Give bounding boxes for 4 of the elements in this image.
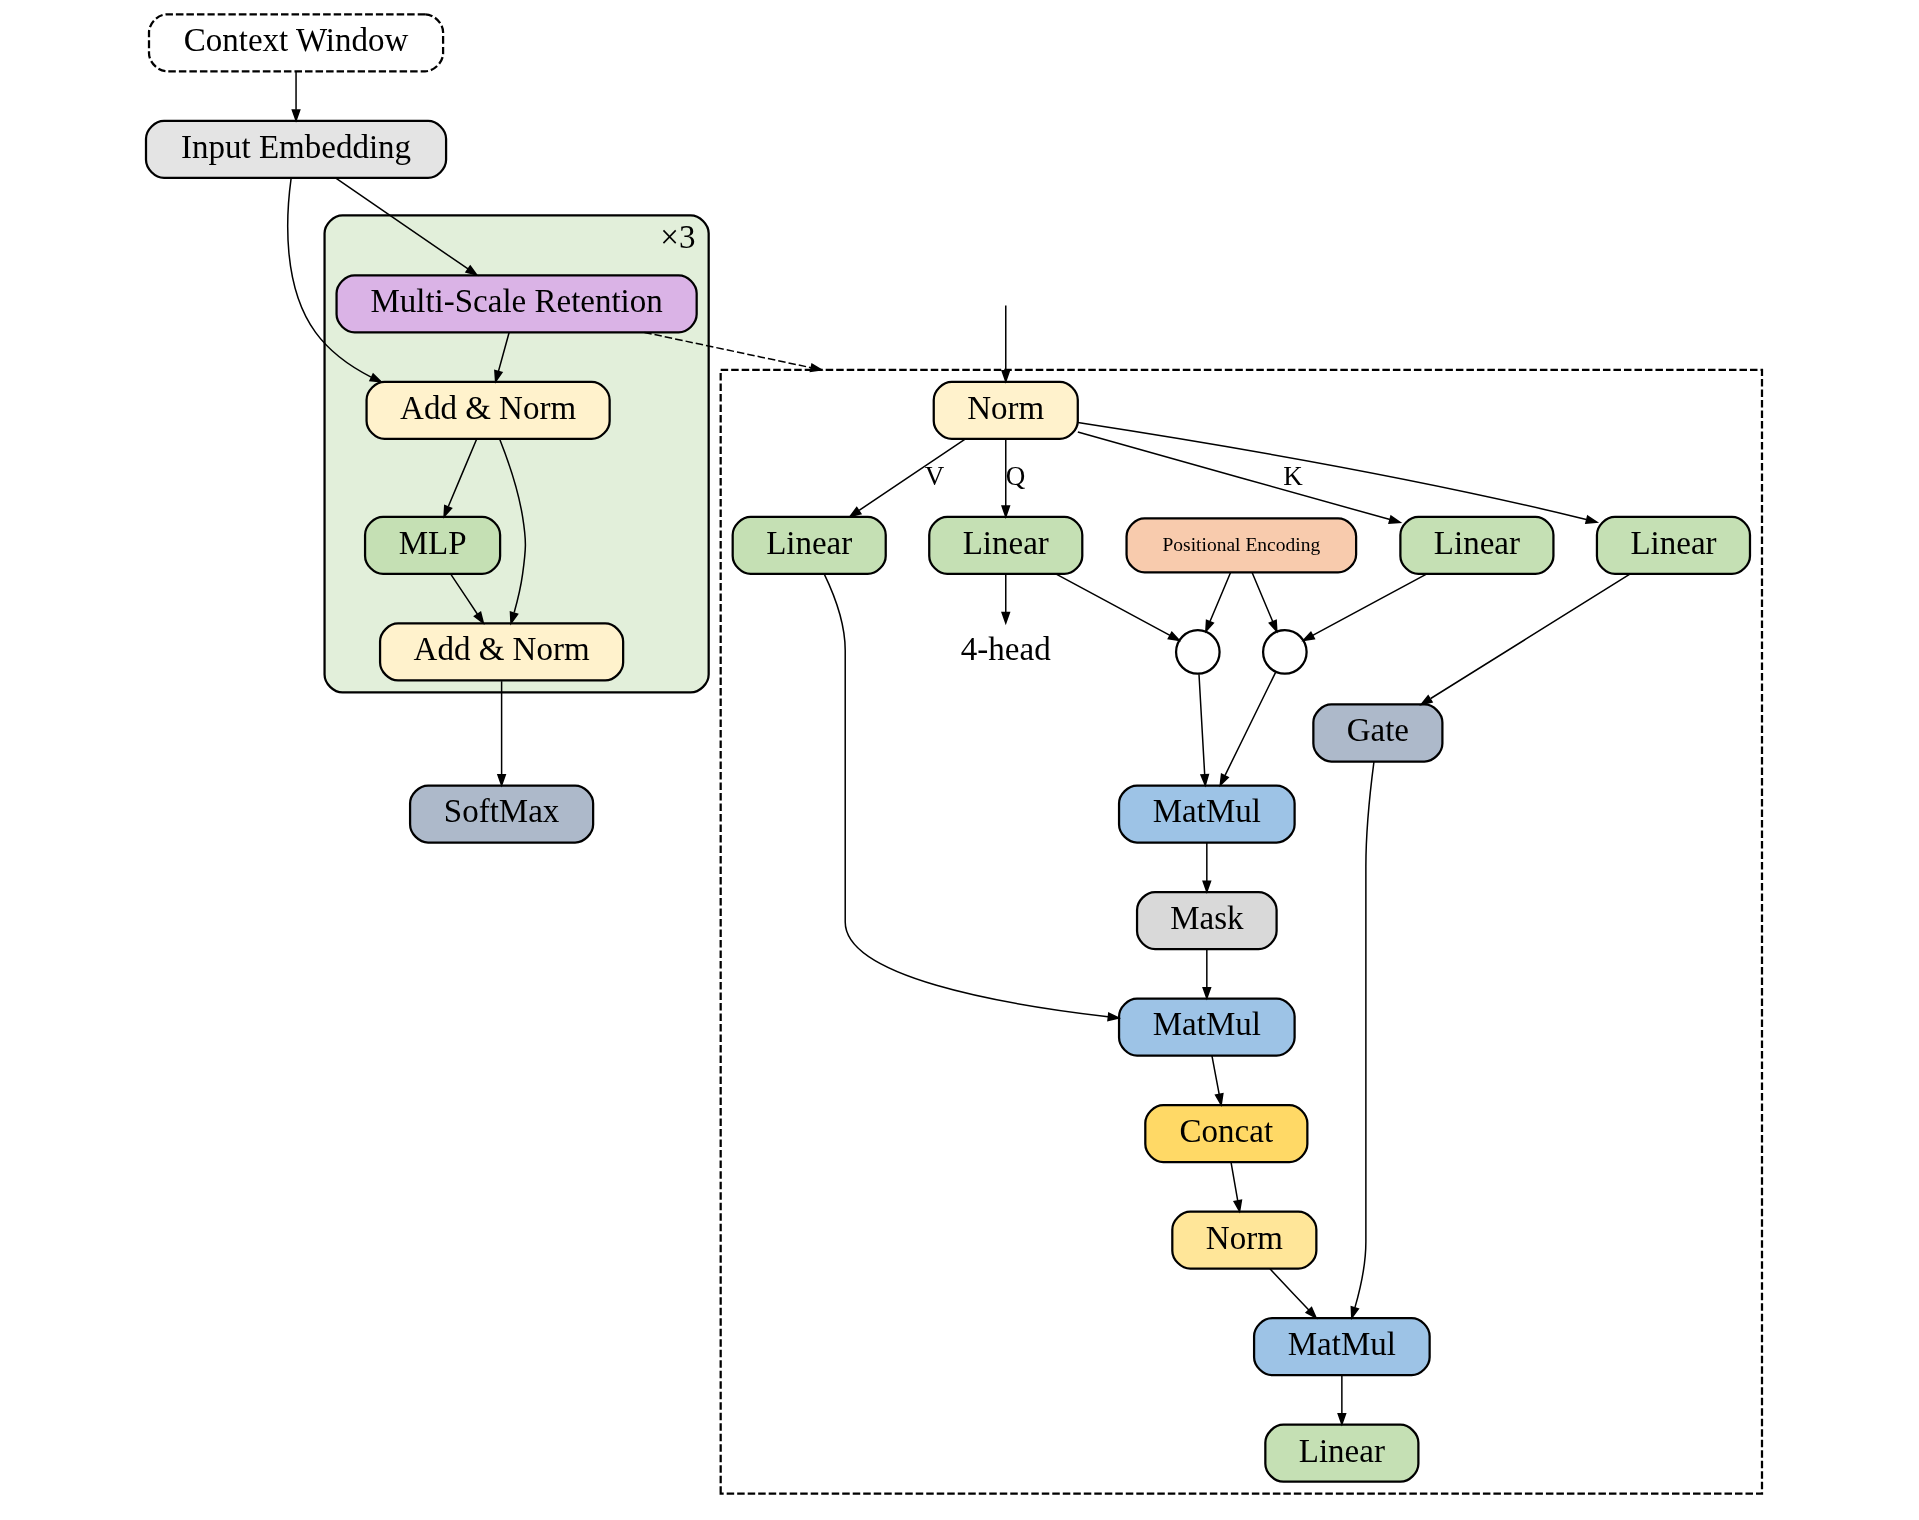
edge-label: K <box>1282 460 1303 491</box>
edge-label: V <box>924 460 944 491</box>
edge-label: Q <box>1005 460 1025 491</box>
node-text: 4-head <box>960 631 1051 668</box>
